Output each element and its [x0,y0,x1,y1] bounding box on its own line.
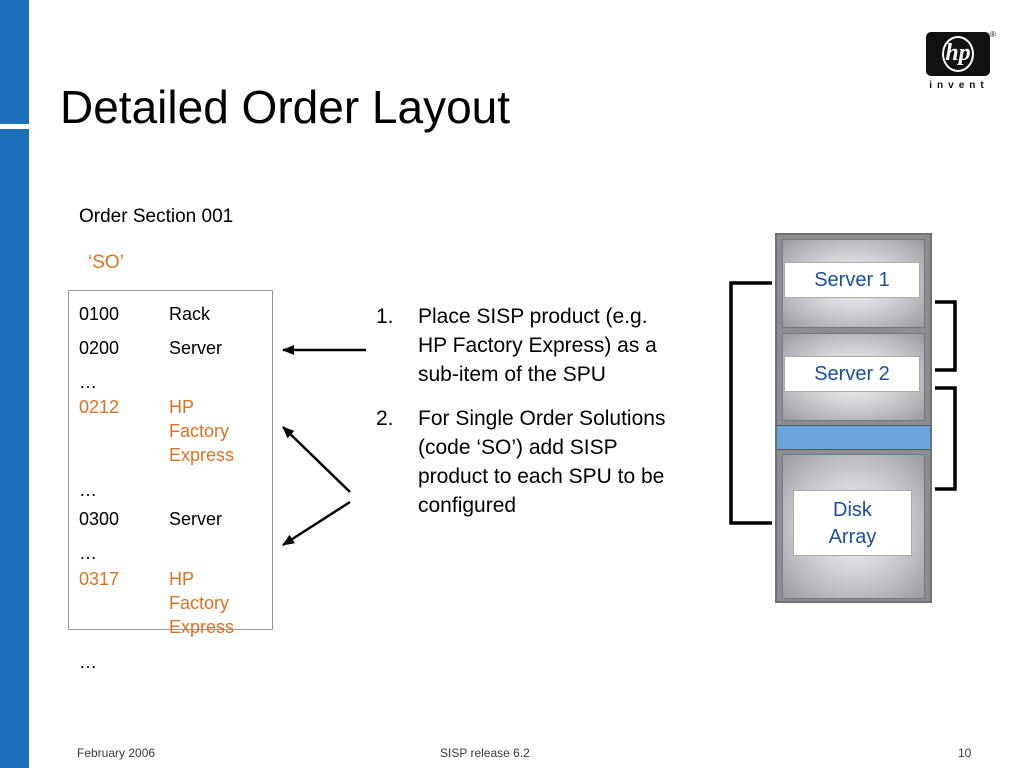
hp-logo-registered: ® [990,30,996,39]
disk-array-label: Disk Array [793,490,912,556]
order-row-description: HP Factory Express [169,397,235,465]
instruction-list: 1. Place SISP product (e.g. HP Factory E… [376,302,676,520]
order-row-description: Server [169,509,223,529]
footer-release: SISP release 6.2 [440,746,530,760]
order-row-code: … [79,652,97,672]
order-code-label: ‘SO’ [88,252,124,273]
footer-page-number: 10 [958,746,972,760]
order-items-box [68,290,273,630]
order-section-label: Order Section 001 [79,206,234,227]
arrow-to-first-hp-row [282,426,351,493]
sidebar-notch [0,124,29,129]
rack-bracket-left [729,281,772,525]
arrow-to-second-hp-row [282,500,351,547]
instruction-number: 2. [376,407,394,430]
disk-array-label-line2: Array [828,526,877,548]
server2-label: Server 2 [784,356,920,392]
rack-bracket-right-bottom [935,386,957,491]
disk-array-label-line1: Disk [833,499,872,521]
instruction-number: 1. [376,305,394,328]
server1-label: Server 1 [784,262,920,298]
hp-logo: hp ® invent [921,30,997,94]
order-row-code: 0200 [79,338,120,358]
rack-bracket-right-top [935,300,957,372]
order-row-description: Server [169,338,223,358]
instruction-item: 2. For Single Order Solutions (code ‘SO’… [376,404,676,520]
instruction-text: Place SISP product (e.g. HP Factory Expr… [418,305,657,386]
instruction-item: 1. Place SISP product (e.g. HP Factory E… [376,302,676,389]
hp-logo-tagline: invent [929,80,989,91]
order-row-code: … [79,372,97,392]
order-row-code: 0317 [79,569,120,589]
footer-date: February 2006 [77,746,156,760]
hp-logo-circle [942,36,974,72]
order-row-code: … [79,480,97,500]
order-row-description: HP Factory Express [169,569,235,637]
order-row-description: Rack [169,304,211,324]
slide-title: Detailed Order Layout [60,81,511,133]
instruction-text: For Single Order Solutions (code ‘SO’) a… [418,407,666,517]
order-row-code: 0100 [79,304,120,324]
order-row-code: 0212 [79,397,120,417]
rack-blank-strip [777,425,930,450]
hp-logo-badge: hp [926,32,990,76]
order-row-code: 0300 [79,509,120,529]
order-row-code: … [79,543,97,563]
hp-logo-text: hp [945,40,971,66]
